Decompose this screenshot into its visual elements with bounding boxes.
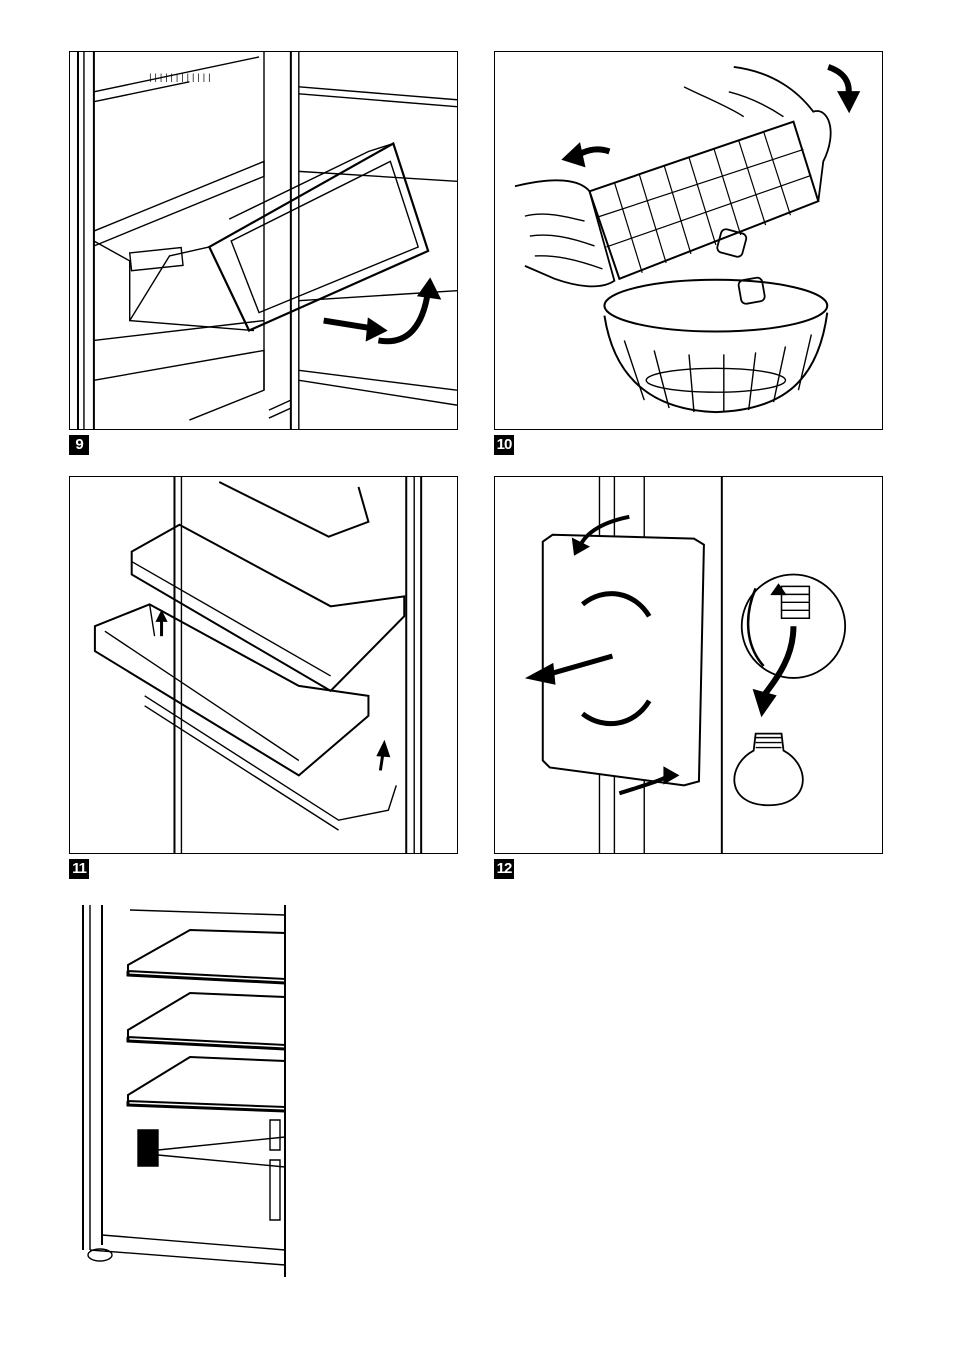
figure-9-label: 9 — [69, 435, 89, 455]
figure-9-panel: |||||||||||| — [69, 51, 458, 430]
figure-10-label: 10 — [494, 435, 514, 455]
ice-cube-tray-illustration — [495, 52, 882, 429]
light-bulb-replacement-illustration — [495, 477, 882, 853]
refrigerator-shelves-illustration — [80, 905, 290, 1277]
figure-10-panel — [494, 51, 883, 430]
figure-12-panel — [494, 476, 883, 854]
door-shelf-illustration — [70, 477, 457, 853]
figure-12-label: 12 — [494, 859, 514, 879]
freezer-drawer-illustration: |||||||||||| — [70, 52, 457, 429]
ventilation-grille: |||||||||||| — [148, 73, 212, 83]
figure-11-panel — [69, 476, 458, 854]
figure-11-label: 11 — [69, 859, 89, 879]
divider-plate — [138, 1130, 158, 1166]
